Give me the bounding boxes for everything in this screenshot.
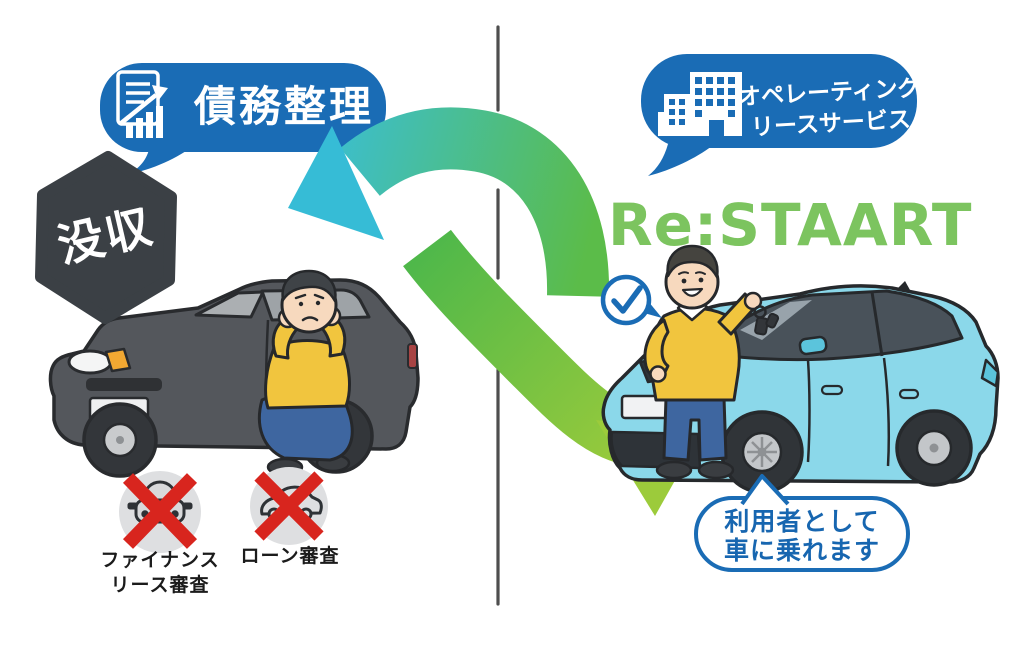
loan-screening-rejected: ローン審査 [240,467,339,567]
happy-person-smile [681,287,704,297]
lease-car-antenna [896,281,910,290]
lease-car-door-handle [820,384,844,396]
car-keys-icon [753,305,780,336]
debt-bubble: 債務整理 [100,63,386,174]
check-bubble-circle [600,274,652,326]
lease-car-door-seam [882,357,891,467]
lease-bubble: オペレーティング リースサービス [641,54,921,176]
repossessed-car-grille [86,378,162,391]
lease-car-taillight [980,358,1000,388]
user-caption-bubble: 利用者として 車に乗れます [694,474,910,572]
confiscation-badge: 没収 [35,151,177,324]
happy-person-jeans [662,396,728,462]
caption-line1: 利用者として [724,507,879,536]
finance-lease-rejected: ファイナンス リース審査 [100,471,219,596]
lease-bubble-tail [648,144,712,176]
cycle-arrow-upper-arrowhead [288,126,384,240]
happy-person [643,244,780,480]
finance-lease-label-line2: リース審査 [110,573,209,596]
repossessed-car-turn-signal [104,347,132,373]
caption-bubble-tail [740,474,790,506]
caption-line2: 車に乗れます [724,536,880,565]
debt-bubble-tail [128,144,196,174]
lease-car-glass [700,289,964,362]
happy-person-hair [666,244,719,279]
sad-person-frown [301,316,319,322]
caption-bubble-body [694,496,910,572]
lease-car-front-wheel [720,410,804,494]
sad-person-eyebrows [294,293,325,300]
happy-person-eyebrows [678,271,706,275]
happy-person-shoe [655,460,693,480]
check-mark [611,285,643,314]
debt-bubble-label: 債務整理 [193,82,374,131]
restart-headline: Re:STAART [608,191,972,259]
document-chart-icon [116,70,168,138]
building-icon [658,72,742,136]
loan-screening-label: ローン審査 [240,544,339,567]
confiscation-badge-hexagon [35,151,177,324]
sad-person-hair [281,269,337,303]
happy-person-hand [743,291,763,311]
red-cross-icon [254,471,324,541]
lease-car-rear-wheel [895,409,973,487]
lease-car-mirror [798,335,828,356]
repossessed-car-taillight [407,343,418,369]
lease-car-door-handle [898,388,920,400]
cycle-arrow-upper-arc [340,107,610,297]
happy-person-hand [649,365,667,383]
happy-person-shoe [697,460,735,480]
check-circle-icon [600,274,662,326]
debt-bubble-body [100,63,386,152]
lease-car-door-seam [806,359,811,463]
repossessed-car-front-wheel [82,402,158,478]
sad-person [257,269,354,477]
red-cross-icon [122,473,198,549]
repossessed-car-headlight [67,349,113,375]
finance-lease-label-line1: ファイナンス [100,549,219,571]
